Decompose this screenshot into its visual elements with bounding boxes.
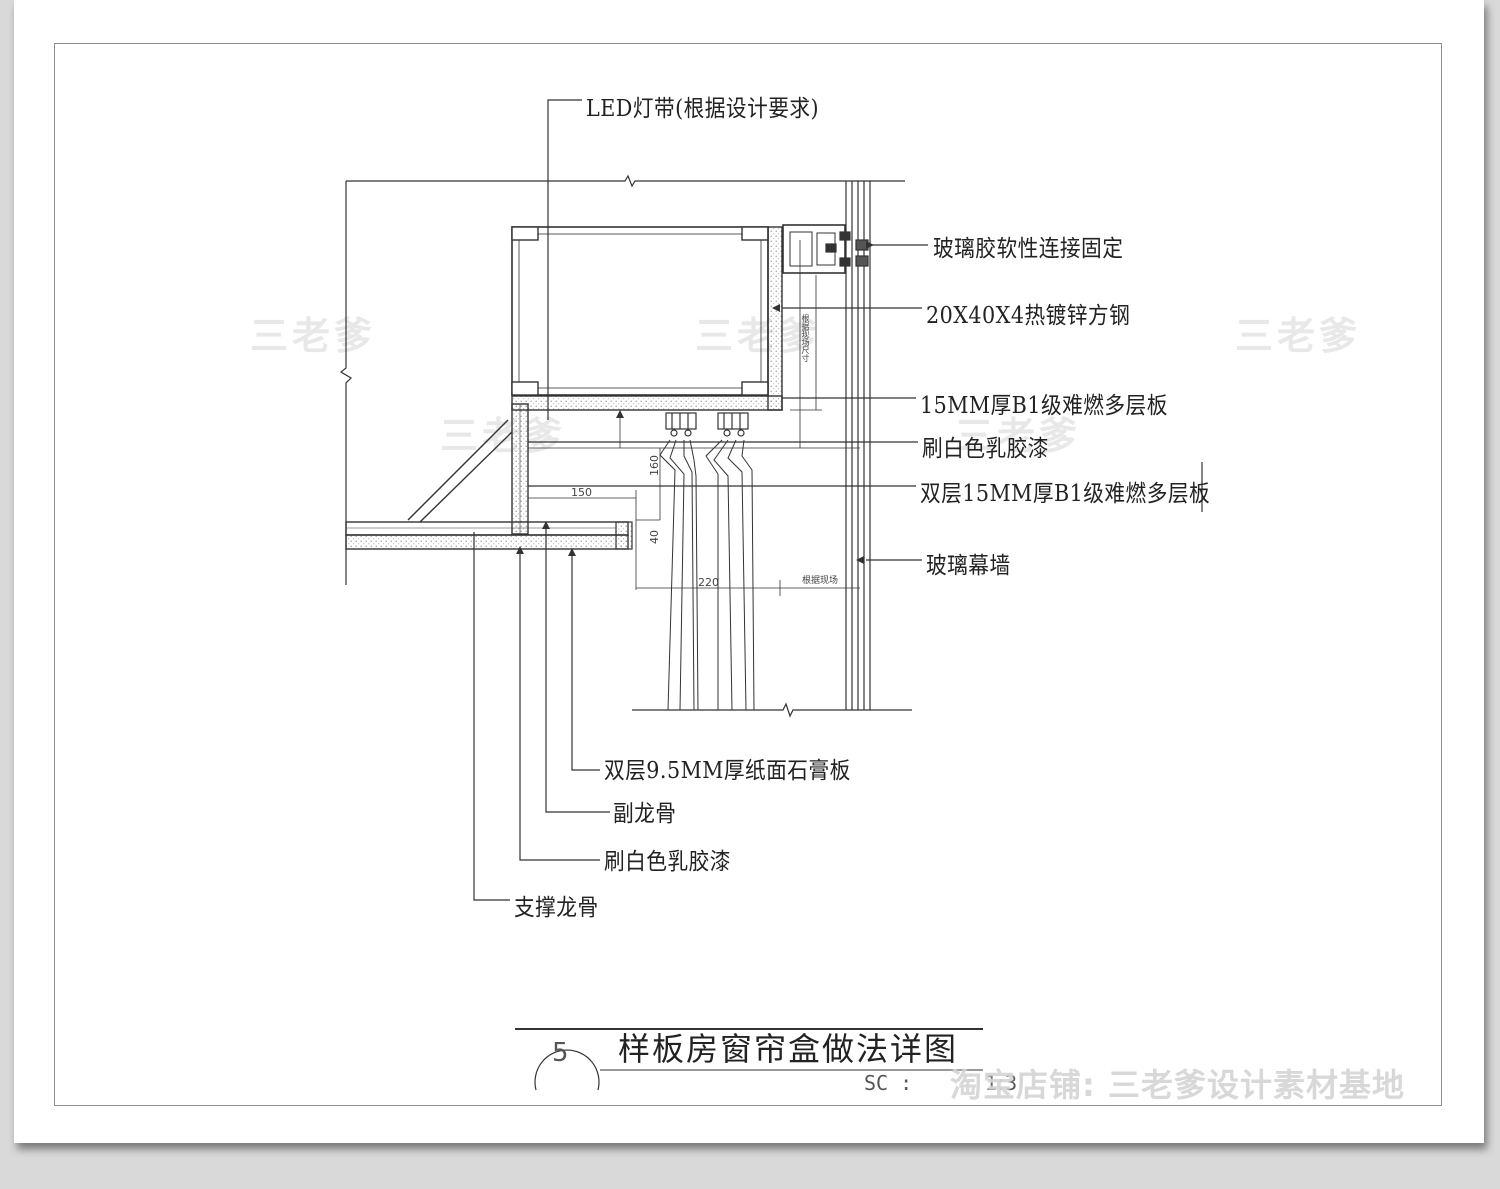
label-gypsum-board: 双层9.5MM厚纸面石膏板 (604, 758, 851, 784)
bottom-line (632, 702, 912, 718)
support-keel-diagonal (407, 419, 513, 523)
label-led-strip: LED灯带(根据设计要求) (586, 96, 820, 122)
curtain-wall-mullion (845, 181, 871, 710)
title-block-lines (515, 1028, 983, 1091)
scale-value: 1:3 (985, 1071, 1018, 1095)
curtain-fabric (659, 439, 755, 711)
label-glass-glue: 玻璃胶软性连接固定 (933, 236, 1124, 262)
dimension-site-vertical: 根据现场尺寸 (801, 314, 810, 362)
double-board-vertical (511, 403, 529, 535)
label-curtain-wall: 玻璃幕墙 (926, 553, 1011, 579)
gypsum-ceiling (345, 521, 633, 550)
dimension-40: 40 (648, 530, 661, 544)
shop-watermark: 淘宝店铺: 三老爹设计素材基地 (950, 1066, 1405, 1104)
drawing-frame (54, 43, 1442, 1106)
aluminum-profile (782, 224, 869, 274)
ceiling-slab-line (346, 174, 905, 188)
label-paint-bottom: 刷白色乳胶漆 (604, 849, 731, 875)
label-paint-top: 刷白色乳胶漆 (922, 436, 1049, 462)
watermark: 三老爹 (440, 414, 567, 458)
dimension-site: 根据现场 (802, 576, 839, 586)
scale-label: SC : (864, 1071, 913, 1095)
watermark: 三老爹 (955, 414, 1082, 458)
watermark: 三老爹 (250, 314, 377, 358)
steel-frame-box (511, 226, 769, 396)
curtain-track (665, 412, 749, 437)
watermark: 三老爹 (695, 314, 822, 358)
label-double-board: 双层15MM厚B1级难燃多层板 (920, 481, 1211, 507)
label-sub-keel: 副龙骨 (613, 801, 677, 827)
arrow-heads (516, 241, 874, 564)
label-board-15mm: 15MM厚B1级难燃多层板 (920, 393, 1168, 419)
left-boundary-line (339, 181, 352, 585)
leader-lines (473, 99, 1203, 901)
watermark: 三老爹 (1235, 314, 1362, 358)
drawing-title: 样板房窗帘盒做法详图 (618, 1030, 959, 1068)
label-steel-tube: 20X40X4热镀锌方钢 (926, 303, 1131, 329)
detail-number: 5 (552, 1038, 569, 1068)
label-support-keel: 支撑龙骨 (514, 895, 599, 921)
drawing-sheet (14, 0, 1484, 1143)
board-15mm (511, 226, 783, 411)
dimension-220: 220 (698, 576, 719, 589)
dimension-160: 160 (648, 455, 661, 476)
dimension-150: 150 (571, 486, 592, 499)
